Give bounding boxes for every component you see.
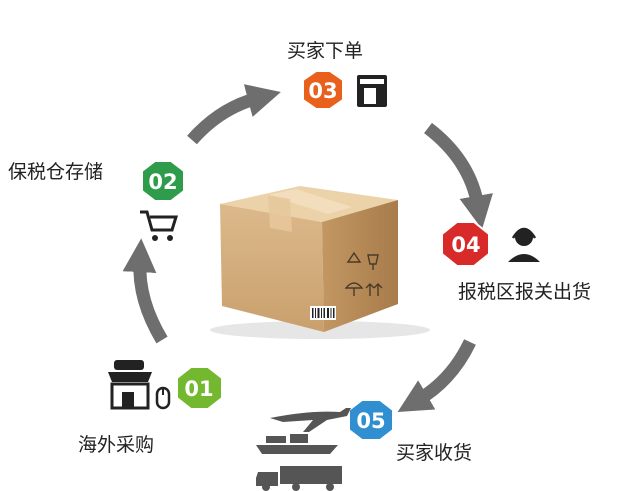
barcode-icon (310, 306, 336, 320)
cardboard-box-icon (210, 186, 430, 339)
recycle-icon (346, 251, 362, 263)
airplane-icon (270, 408, 351, 432)
step-01-label: 海外采购 (78, 434, 155, 456)
step-05: 05 (256, 399, 394, 491)
box-front (220, 204, 324, 332)
step-03: 03 (302, 70, 387, 110)
box-tape (268, 189, 352, 214)
step-01-badge (176, 366, 223, 410)
keep-dry-umbrella-icon (344, 282, 364, 296)
cargo-ship-icon (256, 434, 338, 454)
step-03-label: 买家下单 (287, 40, 364, 62)
arrow-02-to-03 (187, 84, 281, 145)
step-04-badge (441, 221, 490, 267)
step-02-number: 02 (148, 170, 177, 194)
step-01: 01 (108, 360, 223, 410)
step-03-number: 03 (308, 79, 337, 103)
step-05-label: 买家收货 (396, 442, 473, 464)
this-side-up-icon (365, 283, 383, 296)
step-03-badge (302, 70, 344, 110)
step-01-number: 01 (184, 377, 213, 401)
arrow-03-to-04 (423, 122, 493, 230)
shopping-cart-icon (140, 210, 179, 241)
shop-icon (108, 360, 152, 410)
card-payment-icon (357, 75, 387, 107)
fragile-glass-icon (367, 254, 379, 270)
arrow-04-to-05 (397, 339, 476, 413)
box-side (322, 200, 398, 332)
box-marks (344, 251, 383, 296)
cycle-arrows (122, 84, 493, 413)
step-02-badge (141, 160, 185, 202)
step-02: 02 (140, 160, 185, 241)
step-04: 04 (441, 221, 540, 267)
customer-service-headset-icon (508, 227, 540, 262)
step-04-label: 报税区报关出货 (458, 281, 592, 303)
step-05-badge (348, 399, 394, 441)
step-04-number: 04 (451, 233, 480, 257)
mouse-icon (155, 386, 171, 410)
truck-icon (256, 466, 342, 491)
step-05-number: 05 (356, 409, 385, 433)
arrow-01-to-02 (122, 238, 168, 344)
box-tape-front (268, 195, 292, 232)
step-02-label: 保税仓存储 (8, 161, 104, 183)
